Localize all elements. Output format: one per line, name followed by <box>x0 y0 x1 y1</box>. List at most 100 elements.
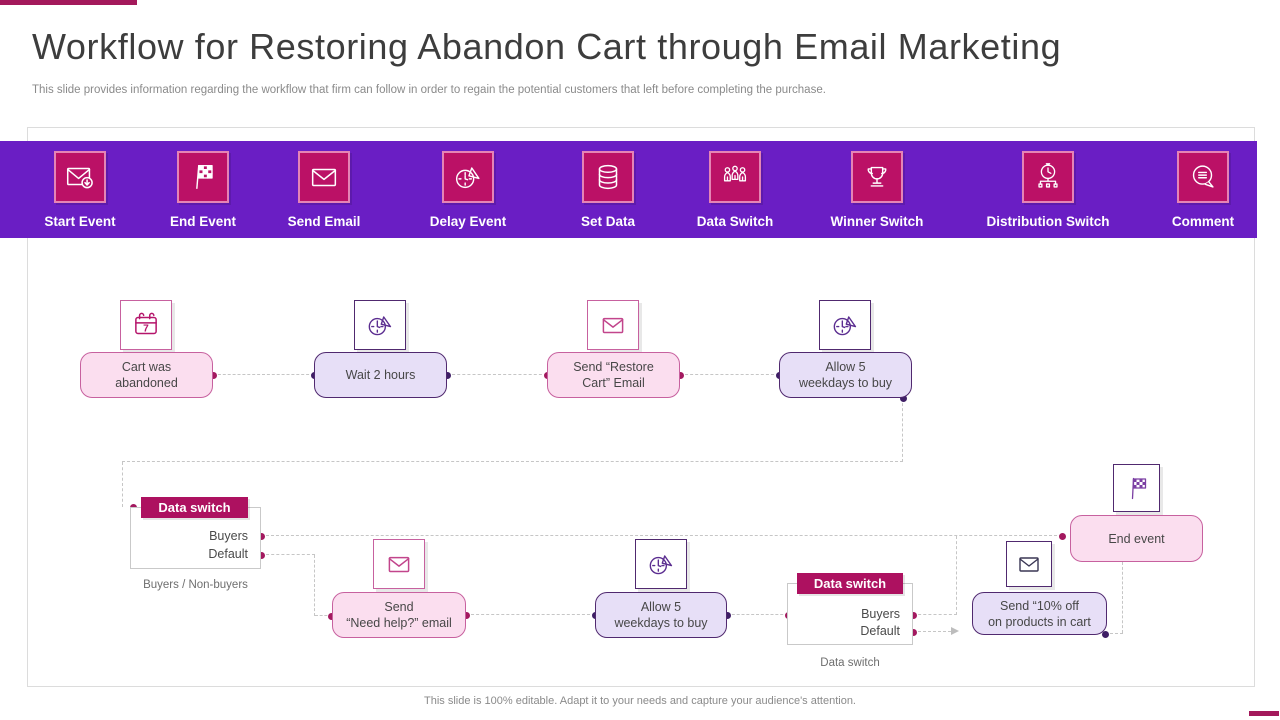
connector <box>913 614 957 615</box>
tool-label: Delay Event <box>429 214 507 229</box>
node-label: Wait 2 hours <box>345 368 416 382</box>
node-label: abandoned <box>115 376 178 390</box>
tool-data-switch[interactable]: Data Switch <box>650 151 820 229</box>
tool-start-event[interactable]: Start Event <box>0 151 165 229</box>
tool-label: Data Switch <box>696 214 774 229</box>
node-label: on products in cart <box>988 614 1091 629</box>
node-label: Send “Restore <box>573 360 654 374</box>
end-event-icon <box>177 151 229 203</box>
tool-label: Set Data <box>580 214 636 229</box>
flow-node-allow-5-weekdays-2[interactable]: Allow 5 weekdays to buy <box>595 592 727 638</box>
connector <box>1122 562 1123 633</box>
tool-label: End Event <box>169 214 236 229</box>
svg-text:7: 7 <box>143 323 149 334</box>
node-label: Cart was <box>121 360 172 374</box>
delay-clock-icon <box>635 539 687 589</box>
tool-end-event[interactable]: End Event <box>118 151 288 229</box>
winner-switch-icon <box>851 151 903 203</box>
connector <box>1105 633 1123 634</box>
node-label: Cart” Email <box>582 376 645 390</box>
envelope-icon <box>587 300 639 350</box>
data-switch-1-caption: Buyers / Non-buyers <box>143 579 248 591</box>
flow-node-end-event[interactable]: End event <box>1070 515 1203 562</box>
connector <box>902 398 903 462</box>
connector-dot <box>909 611 917 619</box>
tool-winner-switch[interactable]: Winner Switch <box>792 151 962 229</box>
connector <box>213 374 314 375</box>
connector-dot <box>1101 630 1109 638</box>
node-label: weekdays to buy <box>798 376 893 390</box>
data-switch-2-caption: Data switch <box>820 657 880 669</box>
node-label: Allow 5 <box>825 360 866 374</box>
node-label: Send “10% off <box>1000 598 1079 613</box>
node-label: weekdays to buy <box>614 616 708 630</box>
connector-dot <box>443 371 451 379</box>
accent-bar-bottom <box>1249 711 1279 716</box>
start-event-icon <box>54 151 106 203</box>
send-email-icon <box>298 151 350 203</box>
delay-clock-icon <box>819 300 871 350</box>
tool-label: Comment <box>1171 214 1235 229</box>
arrowhead-icon <box>951 627 959 635</box>
node-label: Allow 5 <box>640 600 682 614</box>
connector <box>122 462 123 507</box>
tool-label: Distribution Switch <box>986 214 1110 229</box>
flow-node-send-10-percent-off[interactable]: Send “10% off on products in cart <box>972 592 1107 635</box>
data-switch-2-option-buyers[interactable]: Buyers <box>861 607 900 621</box>
node-label: End event <box>1108 531 1165 546</box>
flow-node-send-restore-cart-email[interactable]: Send “Restore Cart” Email <box>547 352 680 398</box>
envelope-icon <box>1006 541 1052 587</box>
tool-label: Send Email <box>287 214 361 229</box>
delay-event-icon <box>442 151 494 203</box>
connector <box>466 614 595 615</box>
tool-label: Start Event <box>44 214 116 229</box>
connector <box>314 555 315 616</box>
tool-set-data[interactable]: Set Data <box>523 151 693 229</box>
connector <box>956 536 957 615</box>
distribution-switch-icon <box>1022 151 1074 203</box>
footer-note: This slide is 100% editable. Adapt it to… <box>424 695 856 707</box>
connector <box>727 614 788 615</box>
tool-send-email[interactable]: Send Email <box>239 151 409 229</box>
calendar-icon: 7 <box>120 300 172 350</box>
tool-delay-event[interactable]: Delay Event <box>383 151 553 229</box>
set-data-icon <box>582 151 634 203</box>
connector <box>261 535 1062 536</box>
delay-clock-icon <box>354 300 406 350</box>
data-switch-1-option-buyers[interactable]: Buyers <box>209 529 248 543</box>
legend-toolbar: Start Event End Event <box>0 141 1257 238</box>
accent-bar-top <box>0 0 137 5</box>
tool-distribution-switch[interactable]: Distribution Switch <box>963 151 1133 229</box>
page-title: Workflow for Restoring Abandon Cart thro… <box>32 26 1062 67</box>
connector-dot <box>462 611 470 619</box>
data-switch-icon <box>709 151 761 203</box>
connector-dot <box>676 371 684 379</box>
connector-dot <box>899 394 907 402</box>
connector-dot <box>327 612 335 620</box>
connector-dot <box>209 371 217 379</box>
connector <box>680 374 779 375</box>
connector <box>261 554 315 555</box>
flow-node-cart-abandoned[interactable]: Cart was abandoned <box>80 352 213 398</box>
connector-dot <box>257 551 265 559</box>
comment-icon <box>1177 151 1229 203</box>
data-switch-1-option-default[interactable]: Default <box>208 547 248 561</box>
connector-dot <box>1058 532 1066 540</box>
checkered-flag-icon <box>1113 464 1160 512</box>
data-switch-1-header[interactable]: Data switch <box>141 497 248 518</box>
tool-comment[interactable]: Comment <box>1118 151 1280 229</box>
node-label: Send <box>384 600 414 614</box>
tool-label: Winner Switch <box>830 214 924 229</box>
connector <box>913 631 951 632</box>
data-switch-2-option-default[interactable]: Default <box>860 624 900 638</box>
connector <box>122 461 903 462</box>
flow-node-wait-2-hours[interactable]: Wait 2 hours <box>314 352 447 398</box>
connector-dot <box>257 532 265 540</box>
flow-node-allow-5-weekdays-1[interactable]: Allow 5 weekdays to buy <box>779 352 912 398</box>
flow-node-send-need-help-email[interactable]: Send “Need help?” email <box>332 592 466 638</box>
data-switch-2-header[interactable]: Data switch <box>797 573 903 594</box>
connector-dot <box>723 611 731 619</box>
connector <box>315 615 332 616</box>
page-subtitle: This slide provides information regardin… <box>32 84 826 96</box>
